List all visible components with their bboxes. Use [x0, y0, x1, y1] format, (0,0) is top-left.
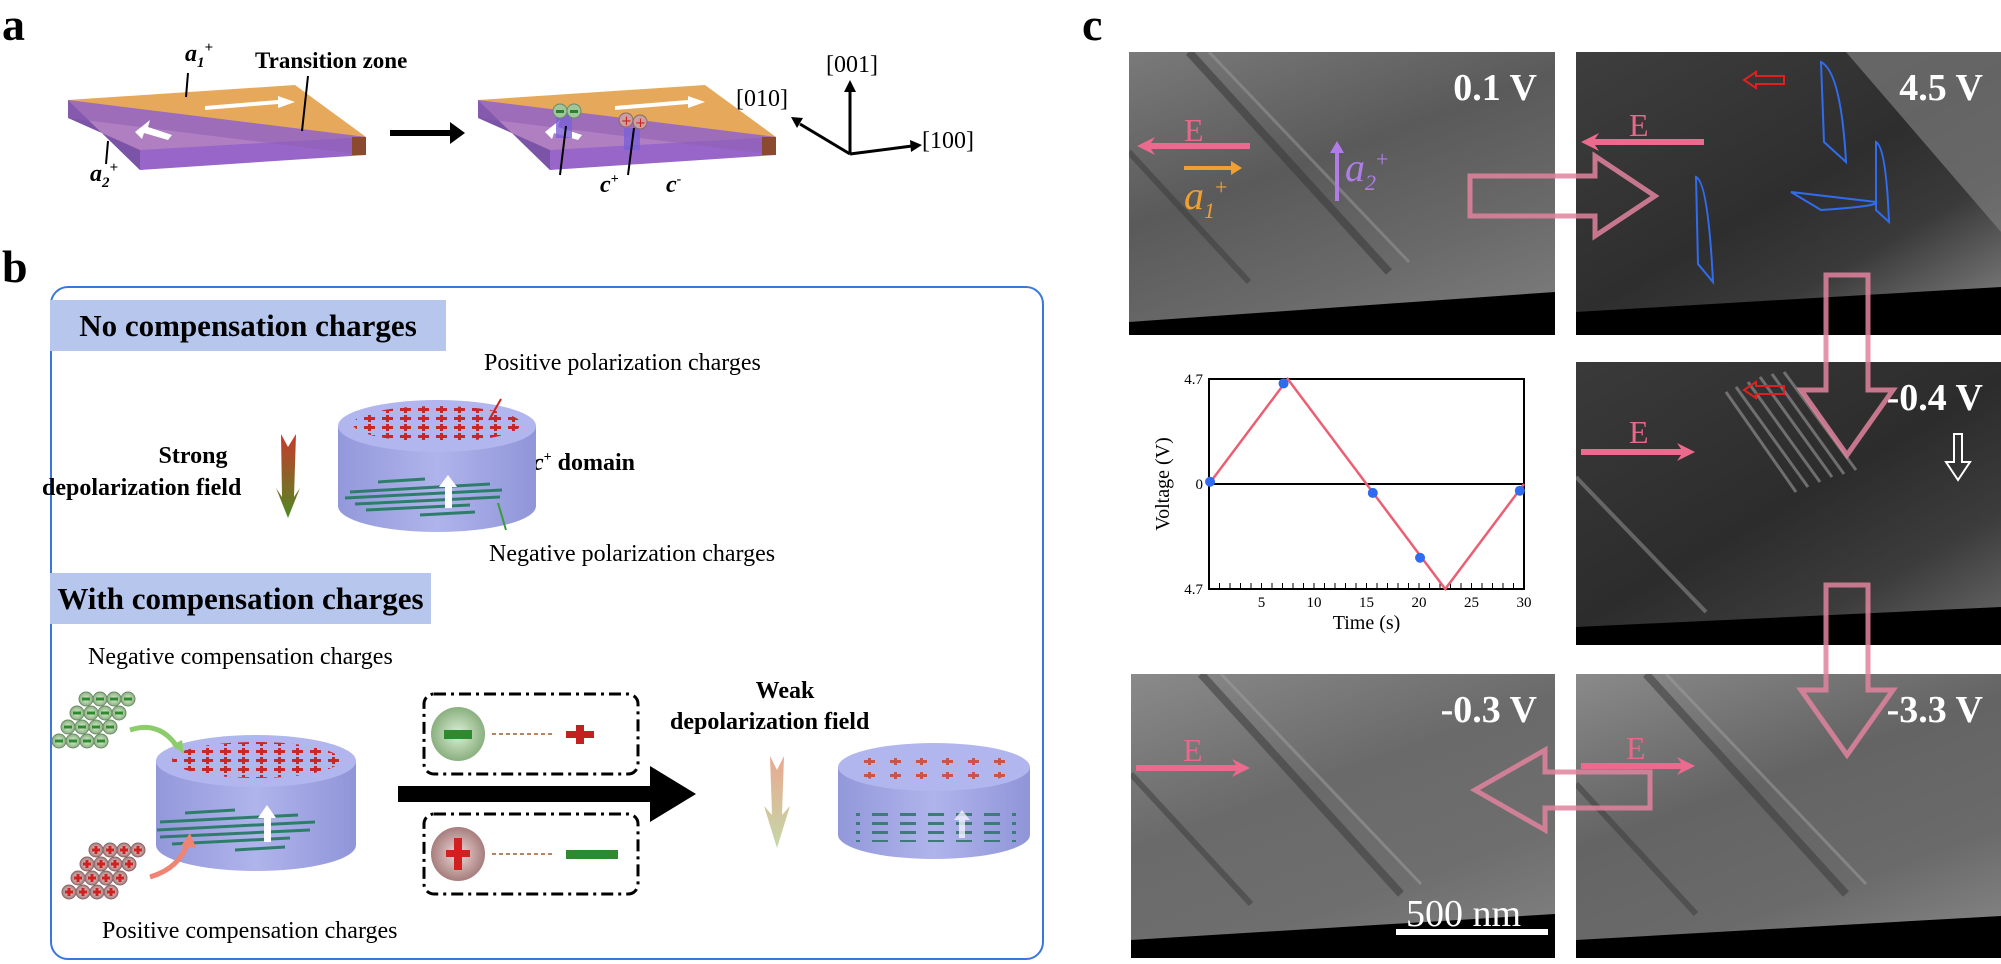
a1-tem-label: a1+: [1184, 173, 1228, 223]
voltage-label: -3.3 V: [1886, 689, 1983, 731]
c-plus-label: c+: [600, 172, 619, 198]
a1-polarization-arrow: [205, 96, 295, 110]
y-tick-label: 4.7: [1184, 582, 1203, 598]
svg-text:+: +: [635, 116, 646, 131]
field-label: E: [1184, 112, 1204, 148]
negative-charge-layer: [344, 477, 503, 517]
image-time-marker: [1205, 476, 1216, 487]
panel-b-letter: b: [2, 241, 28, 292]
panel-a-diagram: + +: [68, 72, 922, 176]
tem-image-0.1V: 0.1 V E a1+ a2+: [1129, 52, 1555, 335]
voltage-label: -0.3 V: [1440, 689, 1537, 731]
x-tick-label: 10: [1307, 595, 1322, 611]
y-tick-label: 0: [1196, 477, 1204, 493]
neg-comp-binding-box: [422, 692, 640, 776]
neg-comp-arrow: [129, 724, 181, 750]
process-arrow: [390, 122, 465, 144]
panel-a-letter: a: [2, 0, 25, 50]
voltage-label: 0.1 V: [1453, 67, 1537, 109]
domain-slab-before: [68, 72, 366, 170]
tem-image--0.3V: -0.3 V E 500 nm: [1131, 674, 1555, 958]
scale-bar: [1396, 929, 1548, 935]
field-label: E: [1629, 414, 1649, 450]
negative-polarization-label: Negative polarization charges: [489, 541, 776, 567]
c-plus-cylinder-no-comp: [338, 398, 536, 532]
positive-polarization-label: Positive polarization charges: [484, 350, 761, 376]
positive-compensation-label: Positive compensation charges: [102, 918, 398, 944]
domain-slab-after: + +: [478, 85, 776, 176]
negative-compensation-label: Negative compensation charges: [88, 644, 393, 670]
field-label: E: [1183, 732, 1203, 768]
c-plus-cylinder-with-comp: [156, 735, 356, 871]
red-hollow-arrow: [1742, 70, 1785, 90]
a2-tem-label: a2+: [1345, 145, 1389, 195]
weakened-cylinder: [838, 743, 1030, 859]
transition-edge: [352, 137, 366, 155]
big-process-arrow: [398, 766, 696, 822]
c-plus-domain-label: c+ domain: [533, 450, 635, 476]
scale-bar-label: 500 nm: [1406, 893, 1522, 935]
c-domain-outline: [1875, 140, 1891, 225]
image-time-marker: [1367, 487, 1378, 498]
x-tick-label: 30: [1517, 595, 1532, 611]
polarization-arrow-up: [439, 475, 457, 508]
voltage-label: 4.5 V: [1899, 67, 1983, 109]
x-tick-label: 25: [1464, 595, 1479, 611]
pos-comp-binding-box: [422, 812, 640, 896]
x-tick-label: 5: [1258, 595, 1266, 611]
y-tick-label: 4.7: [1184, 372, 1203, 388]
strong-field-label-line2: depolarization field: [42, 475, 242, 501]
transition-zone-label: Transition zone: [255, 48, 408, 73]
voltage-label: -0.4 V: [1886, 377, 1983, 419]
strong-depolarization-arrow: [276, 434, 300, 518]
panel-c-letter: c: [1082, 0, 1103, 50]
red-hollow-arrow: [1742, 380, 1785, 400]
tem-image--0.4V: -0.4 V E: [1576, 362, 2001, 645]
c-domain-outline: [1819, 60, 1848, 165]
axis-010-label: [010]: [736, 86, 788, 112]
c-minus-label: c-: [666, 172, 682, 198]
x-tick-label: 15: [1359, 595, 1374, 611]
weak-field-label-line1: Weak: [755, 678, 815, 704]
strong-field-label-line1: Strong: [158, 443, 228, 469]
a2-polarization-arrow: [135, 120, 172, 140]
no-compensation-banner: No compensation charges: [50, 300, 446, 351]
a1-label: a1+: [185, 40, 214, 71]
tem-image--3.3V: -3.3 V E: [1576, 674, 2001, 958]
y-axis-label: Voltage (V): [1152, 437, 1174, 531]
panel-b-diagram: [51, 398, 1030, 900]
positive-compensation-cluster: [61, 842, 146, 900]
field-label: E: [1629, 107, 1649, 143]
crystal-axes: [791, 80, 922, 156]
svg-text:+: +: [621, 114, 632, 129]
x-tick-label: 20: [1412, 595, 1427, 611]
axis-100-label: [100]: [922, 128, 974, 154]
x-axis-label: Time (s): [1333, 612, 1401, 634]
image-time-marker: [1514, 485, 1525, 496]
weak-depolarization-arrow: [764, 756, 790, 848]
image-time-marker: [1278, 378, 1289, 389]
white-hollow-arrow: [1944, 433, 1972, 482]
voltage-series-line: [1208, 376, 1525, 592]
tem-image-4.5V: 4.5 V E: [1576, 52, 2001, 335]
c-domain-outline: [1790, 191, 1878, 212]
positive-charge-layer: [353, 406, 521, 442]
with-compensation-banner: With compensation charges: [50, 573, 431, 624]
a2-label: a2+: [90, 160, 119, 191]
weak-field-label-line2: depolarization field: [670, 709, 870, 735]
negative-compensation-cluster: [51, 691, 136, 749]
c-domain-outline: [1694, 175, 1715, 285]
axis-001-label: [001]: [826, 52, 878, 78]
image-time-marker: [1415, 552, 1426, 563]
